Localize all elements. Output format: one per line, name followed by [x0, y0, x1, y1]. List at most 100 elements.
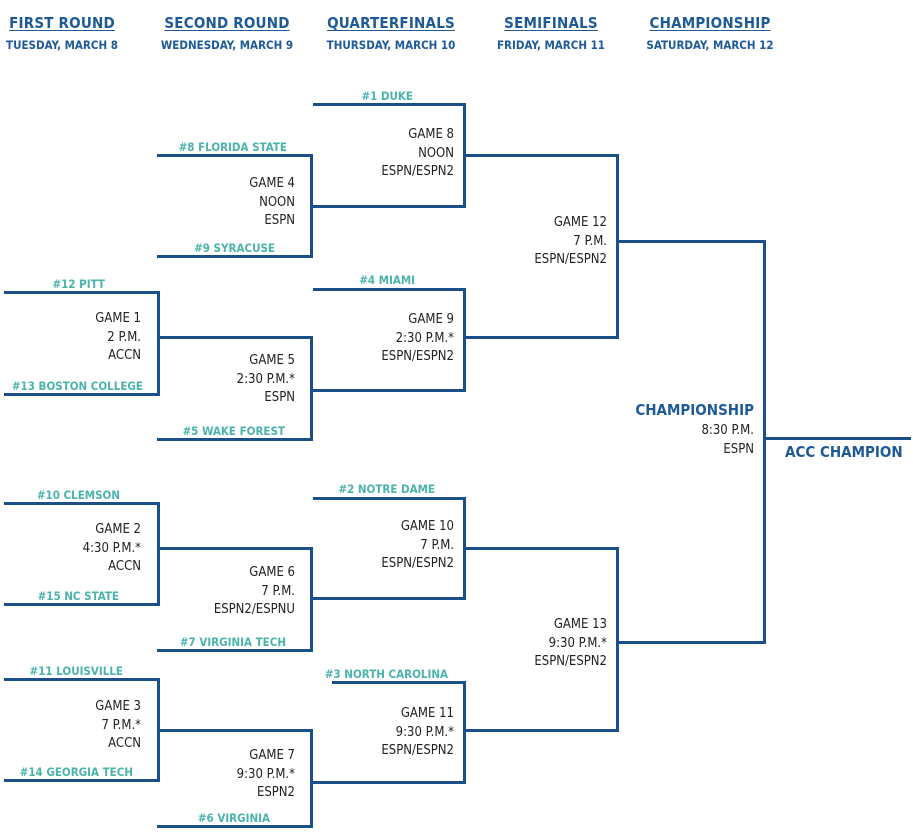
team-virginia: #6 VIRGINIA	[197, 811, 270, 825]
championship-title: CHAMPIONSHIP	[635, 401, 754, 419]
bracket-line	[157, 825, 313, 828]
game-3-info: GAME 3 7 P.M.* ACCN	[95, 698, 141, 754]
game-network: ESPN/ESPN2	[381, 556, 454, 571]
bracket-line	[4, 603, 160, 606]
bracket-line	[157, 291, 160, 396]
bracket-line	[463, 547, 619, 550]
bracket-line	[4, 779, 160, 782]
game-name: GAME 6	[249, 565, 295, 580]
bracket-line	[616, 547, 619, 732]
bracket-line	[463, 681, 466, 784]
bracket-line	[463, 336, 619, 339]
game-network: ACCN	[108, 559, 141, 574]
bracket-line	[4, 291, 160, 294]
championship-time: 8:30 P.M.	[701, 423, 754, 438]
round-date-first: TUESDAY, MARCH 8	[6, 38, 118, 52]
bracket-line	[310, 336, 313, 441]
bracket-line	[310, 781, 466, 784]
game-name: GAME 12	[553, 215, 607, 230]
game-name: GAME 7	[249, 748, 295, 763]
game-time: 9:30 P.M.*	[548, 635, 607, 651]
team-pitt: #12 PITT	[52, 277, 105, 291]
game-time: 2 P.M.	[107, 329, 141, 345]
game-name: GAME 11	[400, 706, 454, 721]
team-wake-forest: #5 WAKE FOREST	[182, 424, 285, 438]
bracket-line	[463, 288, 466, 392]
bracket-line	[157, 438, 313, 441]
game-network: ESPN/ESPN2	[534, 252, 607, 267]
game-network: ACCN	[108, 348, 141, 363]
game-12-info: GAME 12 7 P.M. ESPN/ESPN2	[534, 214, 607, 270]
game-time: 7 P.M.	[261, 583, 295, 599]
team-notre-dame: #2 NOTRE DAME	[338, 482, 435, 496]
game-network: ESPN2	[256, 785, 295, 800]
game-13-info: GAME 13 9:30 P.M.* ESPN/ESPN2	[534, 616, 607, 672]
game-name: GAME 13	[553, 617, 607, 632]
bracket-line	[157, 336, 313, 339]
game-name: GAME 1	[95, 311, 141, 326]
bracket-line	[763, 240, 766, 644]
bracket-line	[313, 497, 466, 500]
bracket-line	[157, 547, 313, 550]
bracket-line	[463, 154, 619, 157]
game-time: NOON	[418, 145, 454, 161]
game-name: GAME 3	[95, 699, 141, 714]
game-name: GAME 9	[408, 312, 454, 327]
bracket-line	[763, 437, 911, 440]
team-north-carolina: #3 NORTH CAROLINA	[324, 667, 448, 681]
team-florida-state: #8 FLORIDA STATE	[178, 140, 287, 154]
game-7-info: GAME 7 9:30 P.M.* ESPN2	[237, 747, 295, 803]
bracket-line	[310, 205, 466, 208]
bracket-line	[313, 288, 466, 291]
bracket-line	[616, 154, 619, 339]
game-time: 7 P.M.	[420, 537, 454, 553]
game-time: 4:30 P.M.*	[82, 540, 141, 556]
game-6-info: GAME 6 7 P.M. ESPN2/ESPNU	[214, 564, 295, 620]
game-time: 9:30 P.M.*	[395, 724, 454, 740]
round-date-quarterfinals: THURSDAY, MARCH 10	[326, 38, 456, 52]
round-date-championship: SATURDAY, MARCH 12	[646, 38, 774, 52]
team-boston-college: #13 BOSTON COLLEGE	[11, 379, 143, 393]
round-title-first: FIRST ROUND	[9, 14, 115, 32]
game-11-info: GAME 11 9:30 P.M.* ESPN/ESPN2	[381, 705, 454, 761]
bracket-line	[4, 678, 160, 681]
game-name: GAME 4	[249, 176, 295, 191]
game-10-info: GAME 10 7 P.M. ESPN/ESPN2	[381, 518, 454, 574]
game-time: 7 P.M.*	[101, 717, 141, 733]
round-title-quarterfinals: QUARTERFINALS	[327, 14, 455, 32]
team-louisville: #11 LOUISVILLE	[29, 664, 123, 678]
game-time: 2:30 P.M.*	[236, 371, 295, 387]
bracket-line	[616, 240, 766, 243]
team-nc-state: #15 NC STATE	[37, 589, 119, 603]
bracket-line	[310, 389, 466, 392]
game-5-info: GAME 5 2:30 P.M.* ESPN	[237, 352, 295, 408]
game-network: ESPN/ESPN2	[381, 349, 454, 364]
game-network: ESPN/ESPN2	[534, 654, 607, 669]
team-miami: #4 MIAMI	[359, 273, 415, 287]
game-8-info: GAME 8 NOON ESPN/ESPN2	[381, 126, 454, 182]
bracket-line	[4, 502, 160, 505]
game-name: GAME 10	[400, 519, 454, 534]
game-2-info: GAME 2 4:30 P.M.* ACCN	[83, 521, 141, 577]
game-9-info: GAME 9 2:30 P.M.* ESPN/ESPN2	[381, 311, 454, 367]
team-virginia-tech: #7 VIRGINIA TECH	[179, 635, 286, 649]
bracket-line	[310, 597, 466, 600]
bracket-line	[157, 729, 313, 732]
bracket-line	[157, 154, 313, 157]
bracket-line	[332, 681, 466, 684]
bracket-line	[310, 154, 313, 258]
game-network: ESPN	[264, 213, 295, 228]
game-name: GAME 8	[408, 127, 454, 142]
game-time: 9:30 P.M.*	[236, 766, 295, 782]
bracket-line	[310, 547, 313, 652]
round-title-semifinals: SEMIFINALS	[504, 14, 598, 32]
team-clemson: #10 CLEMSON	[36, 488, 120, 502]
acc-champion-label: ACC CHAMPION	[785, 443, 903, 461]
game-name: GAME 2	[95, 522, 141, 537]
game-network: ESPN/ESPN2	[381, 164, 454, 179]
bracket-line	[313, 103, 466, 106]
round-title-second: SECOND ROUND	[164, 14, 290, 32]
game-network: ACCN	[108, 736, 141, 751]
championship-network: ESPN	[723, 441, 754, 457]
